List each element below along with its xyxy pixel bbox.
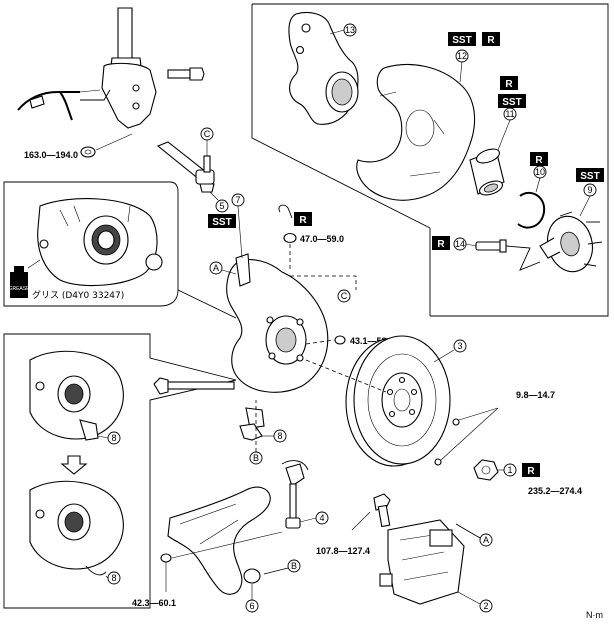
torque-disc-screws: 9.8—14.7 — [516, 390, 555, 400]
sst-tag-5: SST — [208, 214, 236, 228]
svg-text:R: R — [527, 466, 535, 477]
sst-tag-12: SST — [448, 32, 476, 46]
svg-text:R: R — [437, 239, 445, 250]
disc-screw-upper — [452, 418, 460, 426]
callout-4: 4 — [319, 513, 324, 523]
grease-label: グリス (D4Y0 33247) — [32, 289, 124, 301]
main-knuckle — [226, 253, 329, 429]
callout-9: 9 — [587, 185, 592, 195]
letter-c-tie-rod: C — [204, 129, 211, 139]
torque-hub-small-nut: 43.1—58.8 — [350, 336, 394, 346]
callout-2: 2 — [483, 601, 488, 611]
sst-tag-9: SST — [576, 168, 604, 182]
r-tag-12: R — [482, 32, 500, 46]
callout-13: 13 — [345, 25, 355, 35]
brake-caliper — [379, 519, 465, 605]
hub-nut — [473, 459, 499, 481]
grease-detail-knuckle — [37, 198, 163, 287]
svg-text:R: R — [299, 215, 307, 226]
svg-text:R: R — [487, 35, 495, 46]
svg-text:SST: SST — [212, 217, 231, 228]
svg-text:R: R — [505, 79, 513, 90]
strut-nut — [80, 146, 96, 158]
callout-3: 3 — [457, 341, 462, 351]
knuckle-part — [288, 11, 359, 125]
stabilizer-link — [285, 463, 305, 529]
callout-8-step1: 8 — [111, 433, 116, 443]
wheel-hub — [539, 211, 603, 273]
tie-rod-end — [156, 141, 215, 193]
callout-7: 7 — [235, 195, 240, 205]
letter-a-knuckle: A — [213, 263, 219, 273]
r-tag-10: R — [530, 152, 548, 166]
wheel-bearing — [469, 148, 505, 196]
tie-rod-nut — [283, 232, 297, 244]
lower-arm-nut — [160, 553, 172, 563]
unit-label: N·m — [586, 610, 603, 620]
brake-disc — [345, 335, 451, 467]
svg-text:R: R — [535, 155, 543, 166]
detail-box-top-right — [251, 3, 609, 317]
strut-bolt — [167, 67, 205, 81]
dust-shield — [356, 63, 476, 201]
callout-10: 10 — [535, 167, 545, 177]
letter-a-caliper: A — [483, 535, 489, 545]
letter-b-knuckle: B — [253, 453, 259, 463]
callout-6: 6 — [249, 601, 254, 611]
lower-arm — [167, 486, 271, 595]
svg-text:SST: SST — [452, 35, 471, 46]
callout-12: 12 — [457, 51, 467, 61]
callout-8-main: 8 — [277, 431, 282, 441]
torque-caliper-bolt: 107.8—127.4 — [316, 546, 370, 556]
svg-text:GREASE: GREASE — [9, 286, 31, 292]
clip-part — [239, 423, 263, 441]
callout-5: 5 — [219, 201, 224, 211]
brake-hose — [17, 91, 80, 121]
caliper-bolt — [373, 493, 391, 528]
callout-8-step2: 8 — [111, 573, 116, 583]
svg-text:SST: SST — [580, 171, 599, 182]
disc-screw-lower — [434, 458, 442, 466]
hub-nut-small — [334, 335, 346, 345]
callout-11: 11 — [505, 109, 514, 119]
grease-icon: GREASE — [9, 266, 31, 298]
callout-1: 1 — [507, 465, 512, 475]
r-tag-14: R — [432, 236, 450, 250]
letter-c-knuckle: C — [341, 291, 348, 301]
hub-bolt — [475, 239, 507, 253]
r-tag-cotter: R — [294, 212, 312, 226]
step2-knuckle — [29, 480, 124, 576]
sst-tag-11: SST — [498, 94, 526, 108]
strut-assembly — [101, 7, 157, 129]
knuckle-bolt — [153, 377, 235, 395]
callout-14: 14 — [455, 239, 465, 249]
torque-hub-nut: 235.2—274.4 — [528, 486, 582, 496]
step-arrow — [60, 455, 88, 475]
r-tag-11: R — [500, 76, 518, 90]
torque-strut-nut: 163.0—194.0 — [24, 150, 78, 160]
step1-knuckle — [29, 350, 124, 441]
svg-text:SST: SST — [502, 97, 521, 108]
letter-b-arm: B — [291, 561, 297, 571]
torque-tie-rod-nut: 47.0—59.0 — [300, 234, 344, 244]
torque-lower-arm-nut: 42.3—60.1 — [132, 598, 176, 608]
install-step-box — [3, 333, 237, 609]
r-tag-1: R — [522, 463, 540, 477]
snap-ring — [517, 191, 546, 229]
